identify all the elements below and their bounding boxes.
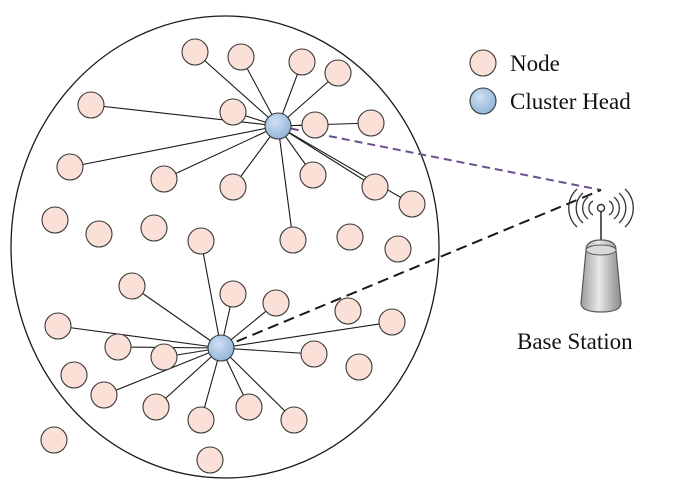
sensor-node [235, 393, 263, 421]
cluster-2-link [220, 347, 315, 355]
sensor-node [181, 38, 209, 66]
sensor-node [196, 446, 224, 474]
sensor-field-boundary [10, 15, 440, 479]
tower-icon [580, 239, 622, 313]
sensor-node [40, 426, 68, 454]
signal-icon [568, 188, 634, 228]
sensor-node [85, 220, 113, 248]
sensor-node [279, 226, 307, 254]
cluster-2-link [220, 321, 393, 349]
sensor-node [41, 206, 69, 234]
uplink-cluster-1 [277, 125, 602, 191]
cluster-1-link [69, 125, 279, 168]
sensor-node [150, 343, 178, 371]
sensor-node [288, 48, 316, 76]
cluster-2-link [103, 347, 222, 396]
sensor-node [384, 235, 412, 263]
sensor-node [345, 353, 373, 381]
sensor-node [142, 393, 170, 421]
sensor-node [60, 361, 88, 389]
sensor-node [104, 333, 132, 361]
cluster-head-1 [264, 112, 292, 140]
legend: Node Cluster Head [469, 49, 631, 115]
cluster-2-link [220, 347, 295, 421]
legend-node-label: Node [510, 51, 560, 76]
cluster-1-link [277, 125, 413, 205]
sensor-node [227, 43, 255, 71]
uplink-cluster-2 [220, 189, 602, 349]
sensor-node [187, 227, 215, 255]
sensor-node [357, 109, 385, 137]
uplink-layer [220, 125, 602, 349]
sensor-node [140, 214, 168, 242]
sensor-node [299, 161, 327, 189]
sensor-node [334, 297, 362, 325]
sensor-node [118, 272, 146, 300]
cluster-1-link [277, 125, 294, 241]
sensor-node [336, 223, 364, 251]
sensor-node [219, 173, 247, 201]
sensor-node [187, 406, 215, 434]
sensor-node [44, 312, 72, 340]
sensor-node [300, 340, 328, 368]
node-layer [40, 38, 426, 474]
cluster-1-link [277, 125, 376, 188]
base-station: Base Station [517, 188, 634, 354]
sensor-node [301, 111, 329, 139]
sensor-node [324, 59, 352, 87]
cluster-head-2 [207, 334, 235, 362]
sensor-node [90, 381, 118, 409]
cluster-2-link [200, 240, 222, 349]
sensor-node [361, 173, 389, 201]
cluster-head-layer [207, 112, 292, 362]
legend-cluster-head-swatch [469, 87, 497, 115]
legend-node-swatch [469, 49, 497, 77]
sensor-node [378, 308, 406, 336]
cluster-2-link [57, 325, 222, 349]
cluster-2-link [155, 347, 222, 408]
cluster-1-link [90, 104, 279, 127]
sensor-node [280, 406, 308, 434]
sensor-node [219, 280, 247, 308]
sensor-node [219, 98, 247, 126]
sensor-node [56, 153, 84, 181]
cluster-2-link [131, 285, 222, 349]
sensor-node [398, 190, 426, 218]
cluster-1-link [194, 51, 279, 127]
sensor-node [262, 289, 290, 317]
cluster-1-link [163, 125, 279, 180]
legend-cluster-head-label: Cluster Head [510, 89, 631, 114]
sensor-node [150, 165, 178, 193]
sensor-node [77, 91, 105, 119]
base-station-label: Base Station [517, 329, 633, 354]
